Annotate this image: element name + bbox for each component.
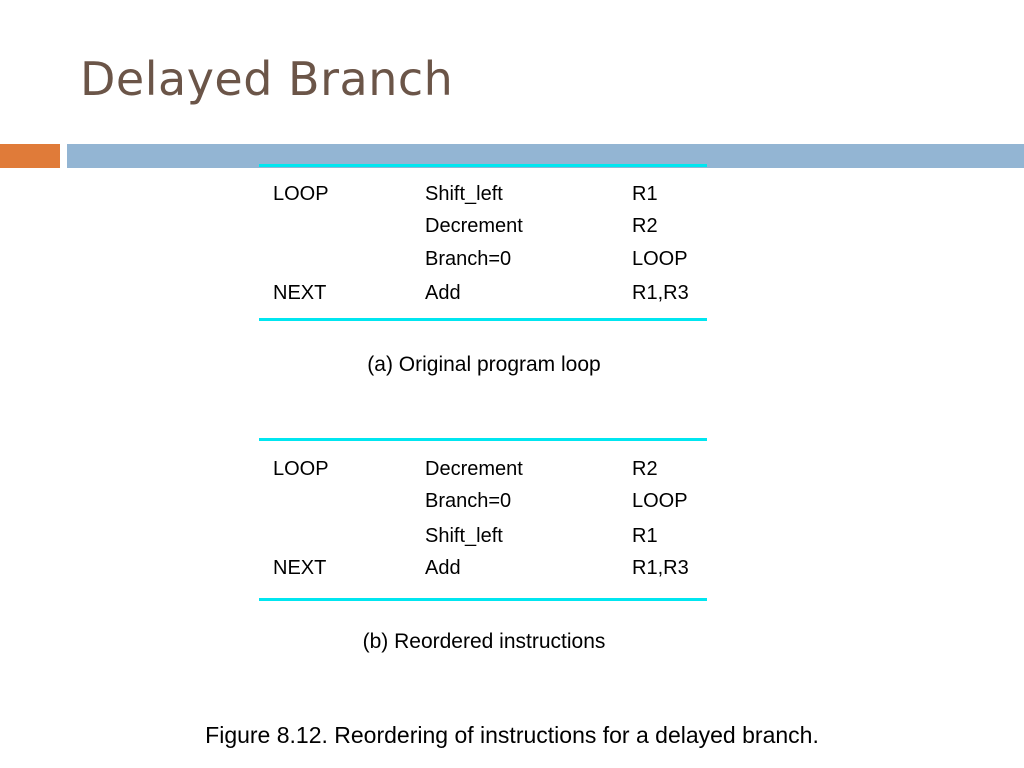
figure-b-caption: (b) Reordered instructions [362,630,606,653]
figure-b-row-2-op: Branch=0 [425,490,512,512]
figure-b-row-1-op: Decrement [425,458,523,480]
figure-b-bottom-rule [259,598,707,601]
figure-b-row-4-arg: R1,R3 [632,557,689,579]
figure-b-row-3-op: Shift_left [425,525,503,547]
figure-b-row-4-op: Add [425,557,461,579]
figure-b-row-1-label: LOOP [273,458,329,480]
accent-bar-orange [0,144,60,168]
figure-a-row-2-arg: R2 [632,215,658,237]
figure-a-caption: (a) Original program loop [367,353,601,376]
figure-a-row-3-op: Branch=0 [425,248,512,270]
figure-a-row-2-op: Decrement [425,215,523,237]
figure-a-bottom-rule [259,318,707,321]
figure-b-row-1-arg: R2 [632,458,658,480]
figure-b-row-4-label: NEXT [273,557,327,579]
figure-a-row-4-op: Add [425,282,461,304]
figure-a-row-1-arg: R1 [632,183,658,205]
figure-b-row-3-arg: R1 [632,525,658,547]
figure-a-row-4-arg: R1,R3 [632,282,689,304]
figure-a-row-1-label: LOOP [273,183,329,205]
figure-a-top-rule [259,164,707,167]
figure-a-row-4-label: NEXT [273,282,327,304]
figure-caption: Figure 8.12. Reordering of instructions … [205,722,819,748]
slide-title: Delayed Branch [80,52,454,106]
figure-b-top-rule [259,438,707,441]
figure-a-row-3-arg: LOOP [632,248,688,270]
figure-a-row-1-op: Shift_left [425,183,503,205]
figure-b-row-2-arg: LOOP [632,490,688,512]
